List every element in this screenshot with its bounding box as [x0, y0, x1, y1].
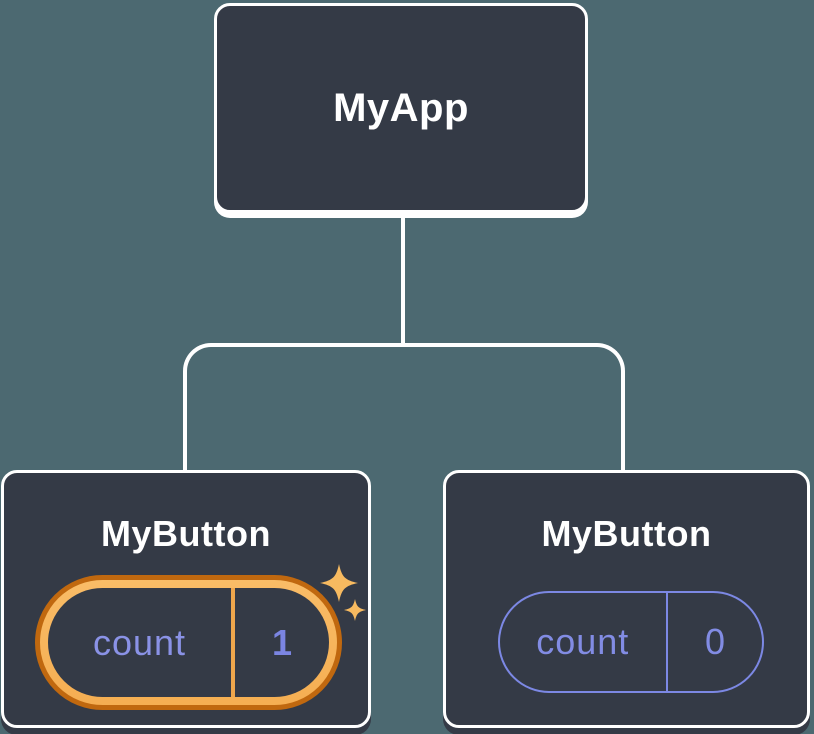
- state-value: 1: [271, 621, 293, 663]
- state-pill-core: count 1: [48, 588, 329, 697]
- child-node-left: MyButton count 1: [1, 470, 371, 728]
- child-node-right-label: MyButton: [541, 513, 712, 554]
- child-node-left-label: MyButton: [101, 513, 271, 554]
- state-key-label: count: [536, 621, 630, 662]
- state-pill-highlighted: count 1: [35, 575, 342, 710]
- child-node-right: MyButton count 0: [443, 470, 810, 728]
- connector-stem: [401, 210, 405, 347]
- root-node: MyApp: [214, 3, 588, 213]
- pill-divider: [665, 593, 668, 691]
- sparkles-icon: [320, 564, 366, 621]
- pill-divider: [231, 588, 235, 697]
- state-pill: count 0: [498, 591, 764, 693]
- root-node-label: MyApp: [333, 85, 469, 130]
- tree-connector: [183, 343, 625, 470]
- state-value: 0: [704, 621, 726, 662]
- state-key-label: count: [92, 621, 187, 663]
